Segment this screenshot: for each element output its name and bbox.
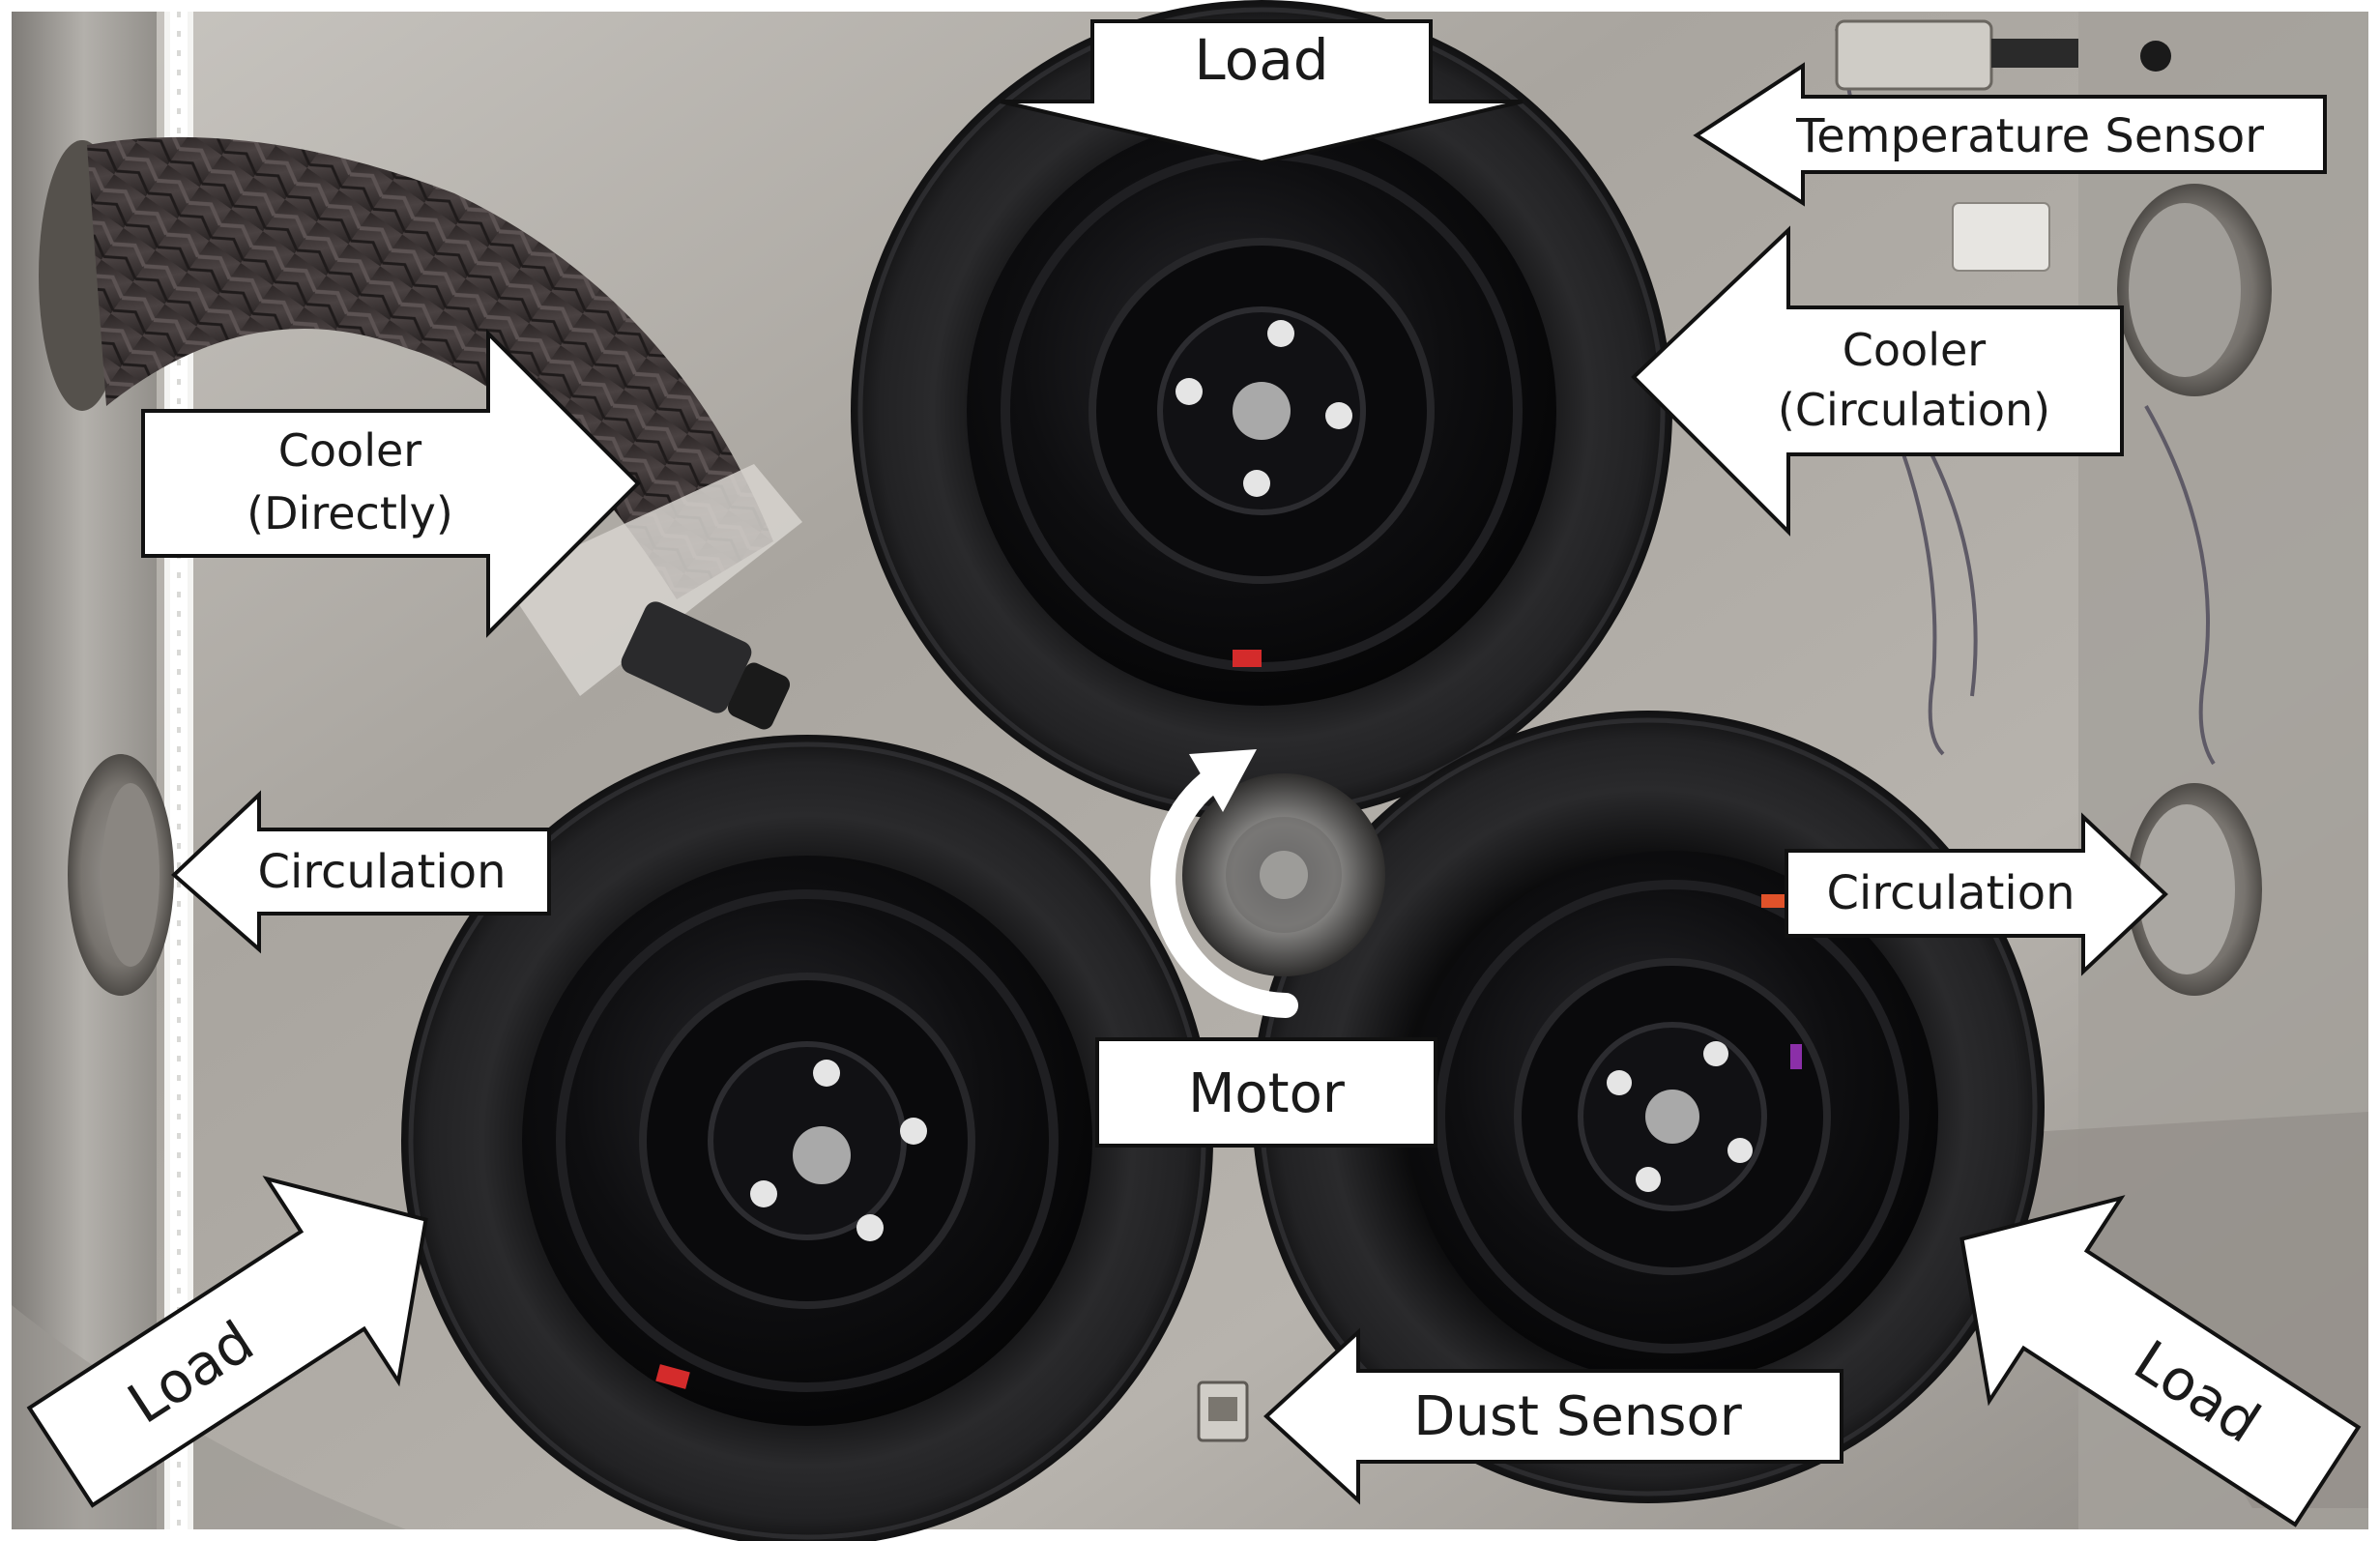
load-top-label: Load — [1194, 27, 1328, 93]
dust-sensor-device — [1197, 1381, 1249, 1442]
temperature-sensor-arrow: Temperature Sensor — [1693, 62, 2327, 207]
circulation-arrow-right: Circulation — [1785, 812, 2168, 976]
cooler-circulation-label-line1: Cooler — [1843, 324, 1986, 376]
cooler-directly-label-line2: (Directly) — [247, 487, 453, 539]
circulation-left-label: Circulation — [257, 845, 506, 899]
dust-sensor-label: Dust Sensor — [1413, 1385, 1742, 1448]
cooler-directly-arrow: Cooler (Directly) — [141, 329, 641, 638]
cooler-circulation-arrow: Cooler (Circulation) — [1631, 225, 2124, 537]
motor-label-box: Motor — [1095, 1037, 1437, 1148]
load-arrow-top: Load — [1000, 19, 1524, 165]
cooler-directly-label-line1: Cooler — [278, 424, 421, 477]
motor-drum — [1182, 773, 1385, 976]
dust-sensor-arrow: Dust Sensor — [1263, 1327, 1843, 1505]
temperature-sensor-device — [1835, 19, 2171, 272]
wall-port-left — [68, 754, 174, 996]
wall-port-lower-right — [2127, 783, 2262, 996]
wall-port-upper-right — [2117, 184, 2272, 396]
cooler-circulation-label-line2: (Circulation) — [1778, 384, 2050, 436]
rotation-arrow — [1150, 749, 1298, 1018]
tire-bottom-left — [401, 735, 1213, 1541]
motor-label: Motor — [1188, 1062, 1346, 1125]
load-arrow-bottom-right: Load — [1959, 1195, 2362, 1527]
tire-top — [851, 0, 1672, 822]
circulation-arrow-left: Circulation — [171, 790, 551, 954]
circulation-right-label: Circulation — [1826, 866, 2075, 920]
temperature-sensor-label: Temperature Sensor — [1795, 109, 2264, 163]
